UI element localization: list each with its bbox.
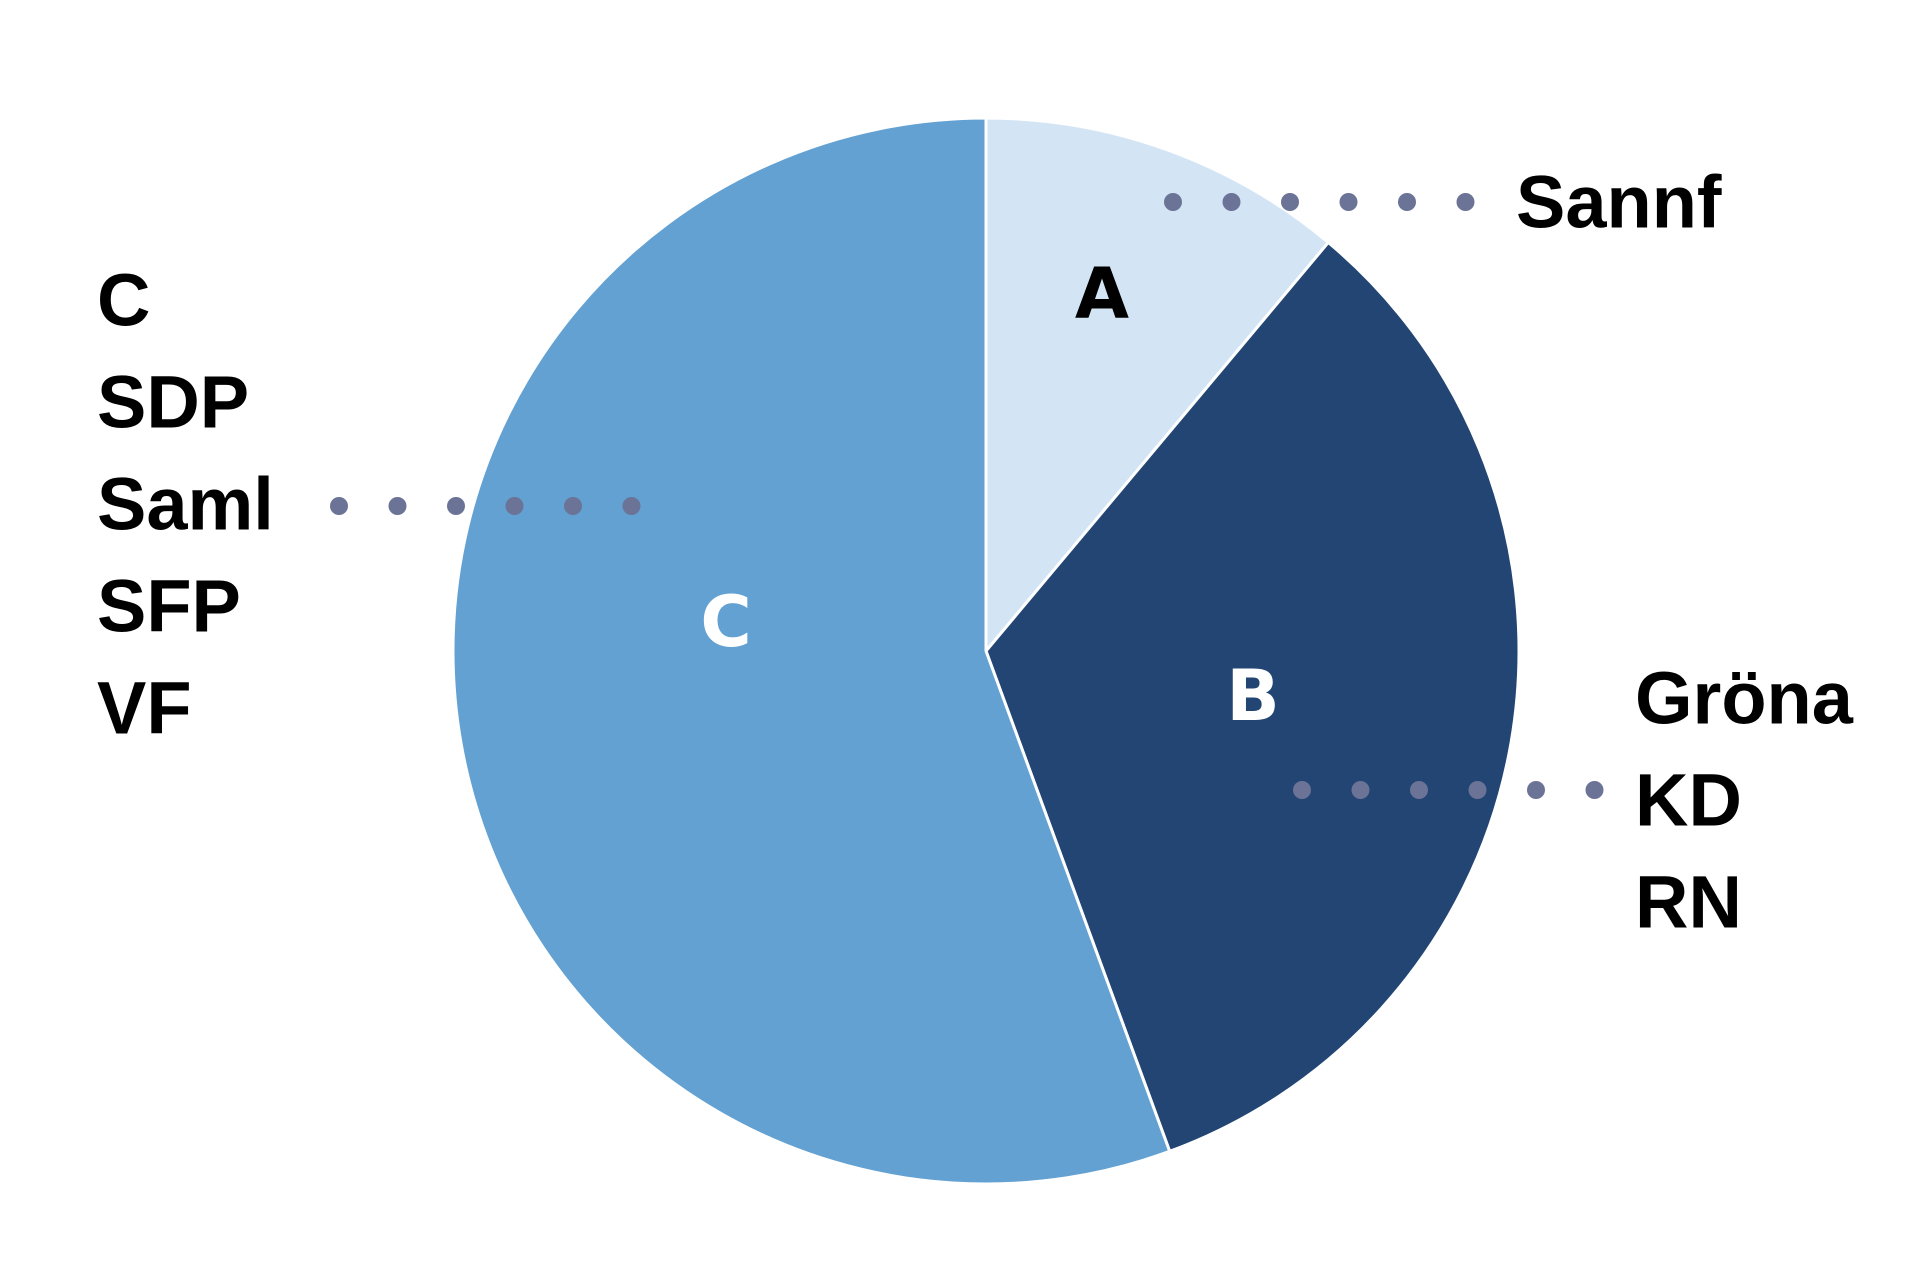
slice-label-b: B	[1226, 655, 1279, 737]
callout-label-b: RN	[1635, 861, 1742, 944]
leader-dot	[1468, 781, 1487, 799]
leader-dot	[1351, 781, 1370, 799]
slice-label-c: C	[700, 581, 751, 663]
callout-label-c: Saml	[97, 463, 274, 546]
leader-dot	[1398, 193, 1416, 211]
callout-label-c: VF	[97, 667, 192, 750]
leader-dot	[505, 497, 524, 515]
leader-dot	[1281, 193, 1299, 211]
leader-dot	[1293, 781, 1311, 799]
leader-dot	[1585, 781, 1604, 799]
leader-dot	[330, 497, 348, 515]
leader-dot	[1164, 193, 1182, 211]
leader-dot	[1410, 781, 1428, 799]
callout-label-c: C	[97, 259, 150, 342]
pie-slice-c	[451, 116, 1172, 1186]
leader-dot	[388, 497, 407, 515]
leader-dot	[622, 497, 641, 515]
callout-label-c: SFP	[97, 565, 241, 648]
leader-dot	[1222, 193, 1241, 211]
leader-dot	[1527, 781, 1545, 799]
pie-slice-b	[984, 240, 1521, 1154]
slice-label-a: A	[1075, 253, 1129, 335]
leader-dot	[1456, 193, 1475, 211]
callout-label-b: KD	[1635, 759, 1742, 842]
leader-dot	[564, 497, 582, 515]
leader-dot	[447, 497, 465, 515]
pie-slice-a	[984, 116, 1331, 656]
callout-label-b: Gröna	[1635, 657, 1854, 740]
callout-label-c: SDP	[97, 361, 249, 444]
leader-dot	[1339, 193, 1358, 211]
callout-label-a: Sannf	[1516, 161, 1722, 244]
